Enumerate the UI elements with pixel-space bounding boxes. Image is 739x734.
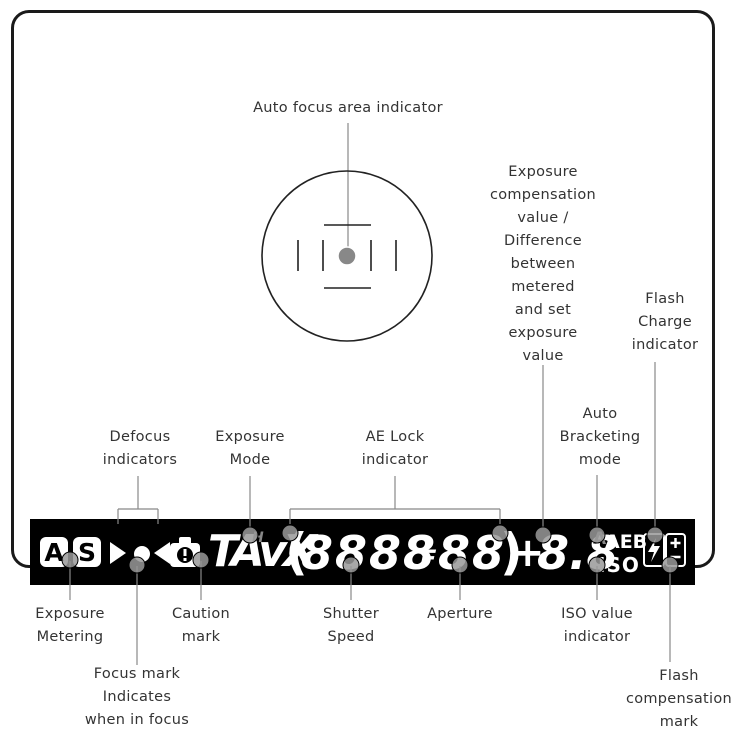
af-circle — [261, 170, 433, 342]
label-flash-compensation: Flash compensation mark — [625, 668, 733, 730]
label-aperture: Aperture — [427, 606, 493, 622]
exposure-mode-segments: TAvX — [208, 526, 317, 577]
marker-exposure-comp — [534, 526, 552, 544]
label-defocus: Defocus indicators — [102, 429, 178, 468]
label-exposure-compensation: Exposure compensation value / Difference… — [489, 164, 597, 364]
label-af-area: Auto focus area indicator — [253, 100, 443, 116]
label-focus-mark: Focus mark Indicates when in focus — [84, 666, 190, 728]
marker-ae-lock-left — [281, 524, 299, 542]
aperture-f-label: F — [420, 545, 437, 573]
marker-shutter-speed — [342, 556, 360, 574]
label-iso-value: ISO value indicator — [561, 606, 633, 645]
label-flash-charge: Flash Charge indicator — [631, 291, 699, 353]
marker-auto-bracketing — [588, 526, 606, 544]
bracket-right: ) — [500, 523, 523, 581]
marker-exposure-mode — [241, 526, 259, 544]
caution-camera-icon — [170, 537, 200, 567]
marker-iso — [588, 556, 606, 574]
marker-aperture — [451, 556, 469, 574]
label-auto-bracketing: Auto Bracketing mode — [559, 406, 641, 468]
marker-ae-lock-right — [491, 524, 509, 542]
defocus-left-arrow — [154, 542, 170, 564]
label-ae-lock: AE Lock indicator — [361, 429, 429, 468]
marker-focus-mark — [128, 556, 146, 574]
metering-s-badge: S — [73, 537, 101, 567]
iso-indicator: ISO — [598, 553, 640, 577]
aeb-indicator: AEB — [605, 531, 648, 553]
marker-exposure-metering — [61, 551, 79, 569]
label-exposure-metering: Exposure Metering — [35, 606, 105, 645]
shutter-speed-digits: 8888 — [301, 526, 438, 580]
viewfinder-frame — [11, 10, 715, 568]
marker-flash-comp — [661, 556, 679, 574]
label-exposure-mode: Exposure Mode — [215, 429, 285, 468]
marker-caution — [192, 551, 210, 569]
af-center-point — [337, 246, 357, 266]
label-caution-mark: Caution mark — [171, 606, 231, 645]
defocus-right-arrow — [110, 542, 126, 564]
flash-bolt-icon — [648, 538, 660, 562]
label-shutter-speed: Shutter Speed — [323, 606, 379, 645]
lcd-panel: A S TAvX H ( 8888 F 88 ) + 8.8 A AEB ISO — [30, 519, 695, 585]
marker-flash-charge — [646, 526, 664, 544]
